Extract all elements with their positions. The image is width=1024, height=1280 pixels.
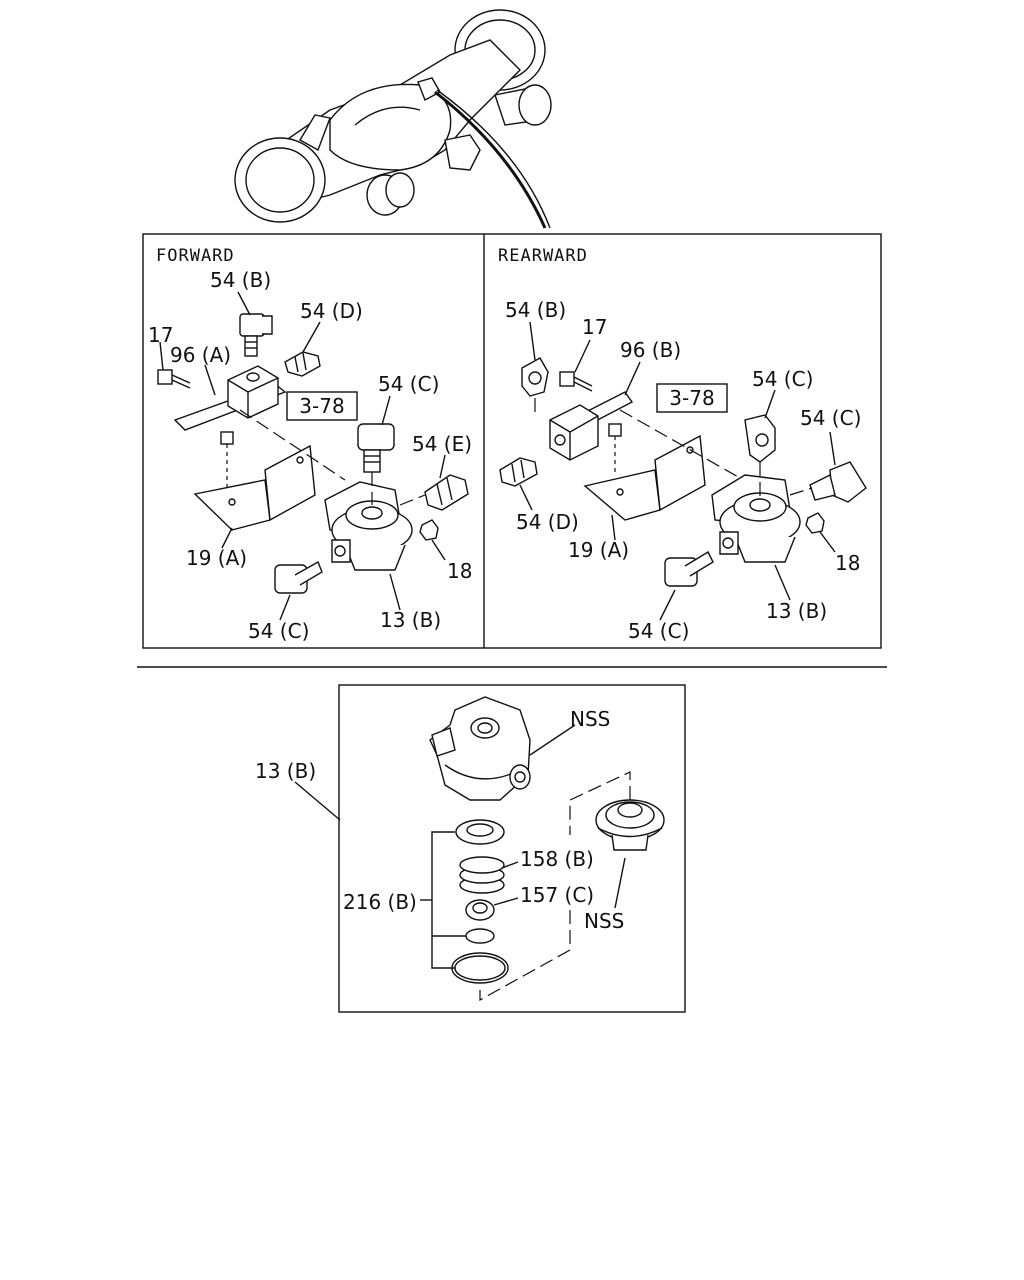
label-54d-forward: 54 (D) bbox=[300, 299, 363, 323]
fitting-54d-forward bbox=[284, 351, 321, 377]
valve-block-forward bbox=[227, 365, 279, 419]
spring-158b bbox=[459, 856, 505, 894]
label-54c-right-rearward: 54 (C) bbox=[800, 406, 861, 430]
detail-panel: 13 (B) NSS 158 (B) 216 (B) 157 (C) NSS bbox=[255, 696, 665, 1002]
label-18-forward: 18 bbox=[447, 559, 472, 583]
valve-block-rearward bbox=[549, 404, 599, 461]
relay-valve-13b-forward bbox=[324, 481, 413, 571]
label-216b: 216 (B) bbox=[343, 890, 417, 914]
ref-box-forward bbox=[286, 391, 358, 421]
seal-ring bbox=[455, 819, 505, 845]
label-18-rearward: 18 bbox=[835, 551, 860, 575]
ref-box-forward-label: 3-78 bbox=[299, 394, 344, 418]
fitting-54c-top-forward bbox=[357, 423, 395, 473]
forward-panel: FORWARD bbox=[148, 246, 472, 643]
detail-frame bbox=[338, 684, 686, 1013]
label-17-rearward: 17 bbox=[582, 315, 607, 339]
ref-box-rearward-label: 3-78 bbox=[669, 386, 714, 410]
bracket-19a-rearward bbox=[583, 434, 706, 521]
fitting-54b-forward bbox=[239, 313, 273, 357]
label-54d-rearward: 54 (D) bbox=[516, 510, 579, 534]
label-157c: 157 (C) bbox=[520, 883, 594, 907]
forward-rearward-frame bbox=[142, 233, 882, 649]
fitting-54c-right-rearward bbox=[809, 461, 867, 503]
rearward-leader-lines bbox=[519, 321, 836, 621]
forward-header: FORWARD bbox=[156, 246, 235, 266]
label-13b-rearward: 13 (B) bbox=[766, 599, 827, 623]
piston-nss bbox=[595, 799, 665, 851]
bolt-17-forward bbox=[157, 369, 191, 389]
nut-18-rearward bbox=[805, 512, 825, 534]
bolt-17-rearward bbox=[559, 371, 593, 392]
label-nss-top: NSS bbox=[570, 707, 610, 731]
rearward-panel: REARWARD 3-78 bbox=[498, 246, 867, 643]
label-54c-bottom-forward: 54 (C) bbox=[248, 619, 309, 643]
forward-leader-lines bbox=[159, 291, 446, 621]
label-54c-top-forward: 54 (C) bbox=[378, 372, 439, 396]
label-nss-bottom: NSS bbox=[584, 909, 624, 933]
bolt-forward bbox=[220, 431, 234, 488]
relay-valve-13b-rearward bbox=[711, 474, 801, 563]
label-158b: 158 (B) bbox=[520, 847, 594, 871]
small-o-ring bbox=[465, 928, 495, 944]
label-19a-rearward: 19 (A) bbox=[568, 538, 629, 562]
label-54b-forward: 54 (B) bbox=[210, 268, 271, 292]
fitting-54e-forward bbox=[424, 474, 469, 511]
kit-bracket-216b bbox=[431, 831, 455, 969]
label-19a-forward: 19 (A) bbox=[186, 546, 247, 570]
label-54e-forward: 54 (E) bbox=[412, 432, 472, 456]
fitting-54b-rearward bbox=[521, 357, 549, 397]
valve-157c bbox=[465, 899, 495, 921]
label-54c-top-rearward: 54 (C) bbox=[752, 367, 813, 391]
label-96a-forward: 96 (A) bbox=[170, 343, 231, 367]
nut-18-forward bbox=[419, 519, 439, 541]
valve-body-nss bbox=[429, 696, 531, 801]
bracket-19a-forward bbox=[193, 444, 316, 531]
ref-box-rearward bbox=[656, 383, 728, 413]
axle-overview-illustration bbox=[234, 9, 552, 229]
label-13b-detail: 13 (B) bbox=[255, 759, 316, 783]
label-13b-forward: 13 (B) bbox=[380, 608, 441, 632]
large-o-ring bbox=[451, 952, 509, 984]
fitting-54c-top-rearward bbox=[744, 414, 776, 463]
rearward-header: REARWARD bbox=[498, 246, 588, 266]
bolt-rearward bbox=[608, 423, 622, 475]
fitting-54c-bottom-forward bbox=[274, 560, 323, 594]
detail-leader-lines bbox=[294, 724, 631, 1002]
label-96b-rearward: 96 (B) bbox=[620, 338, 681, 362]
fitting-54c-bottom-rearward bbox=[664, 551, 714, 587]
label-54c-bottom-rearward: 54 (C) bbox=[628, 619, 689, 643]
label-17-forward: 17 bbox=[148, 323, 173, 347]
label-54b-rearward: 54 (B) bbox=[505, 298, 566, 322]
fitting-54d-rearward bbox=[499, 457, 538, 487]
